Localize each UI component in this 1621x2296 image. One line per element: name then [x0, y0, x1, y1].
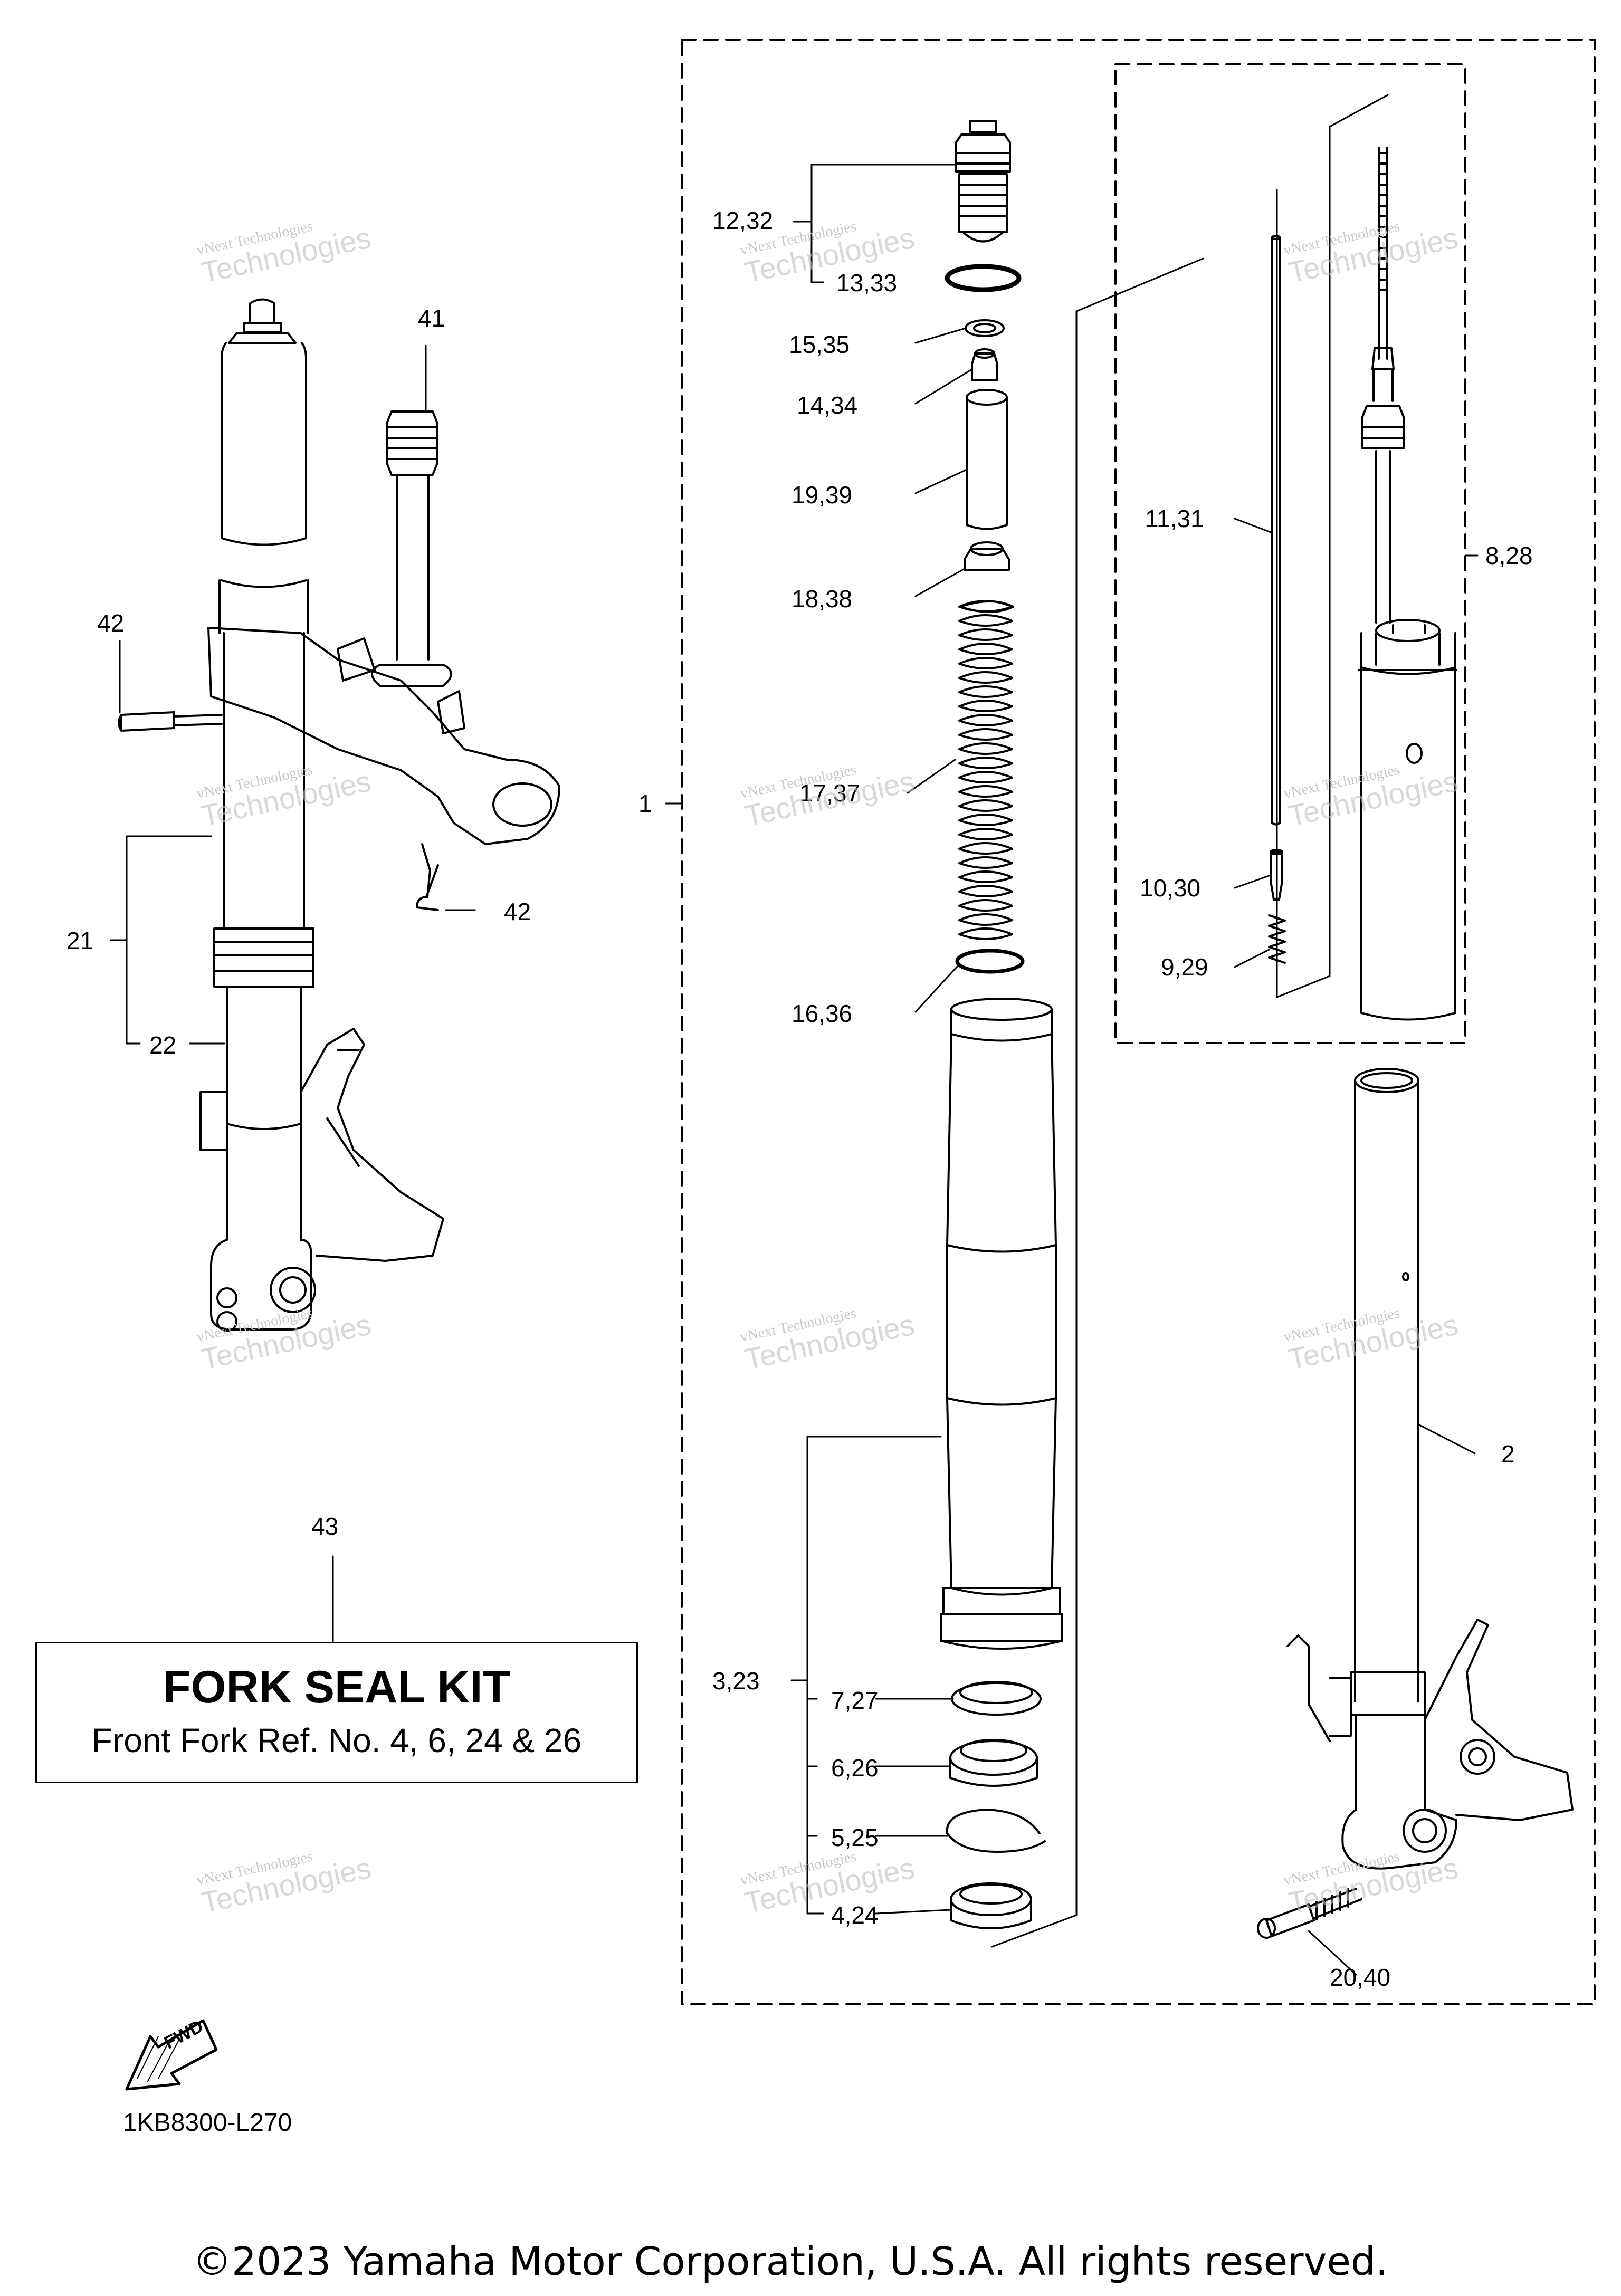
spring-coil	[958, 757, 1013, 769]
callout-20-40: 20,40	[1330, 1964, 1391, 1991]
fork-seal-kit-box: FORK SEAL KIT Front Fork Ref. No. 4, 6, …	[35, 1642, 638, 1783]
spring-coil	[958, 828, 1013, 840]
damper-assembly	[1268, 147, 1457, 1021]
kit-subtitle: Front Fork Ref. No. 4, 6, 24 & 26	[91, 1721, 582, 1759]
spring-coil	[958, 856, 1013, 869]
callout-17-37: 17,37	[799, 779, 861, 807]
leader-lines	[110, 94, 1479, 1976]
spring-coil	[958, 899, 1013, 912]
spring-coil	[958, 742, 1013, 755]
kit-title: FORK SEAL KIT	[163, 1662, 510, 1713]
inner-tube	[1257, 1068, 1574, 1939]
spring-coil	[958, 771, 1013, 783]
spring-coil	[958, 842, 1013, 855]
callout-41: 41	[418, 304, 445, 332]
callout-15-35: 15,35	[789, 331, 850, 358]
spring-coil	[958, 628, 1013, 641]
callout-4-24: 4,24	[831, 1901, 879, 1929]
spring-coil	[958, 700, 1013, 712]
fwd-arrow-icon	[125, 2019, 218, 2091]
spring-coil	[958, 643, 1013, 655]
callout-21: 21	[66, 927, 94, 954]
callout-3-23: 3,23	[712, 1667, 760, 1695]
spring-coil	[958, 714, 1013, 726]
copyright-notice: ©2023 Yamaha Motor Corporation, U.S.A. A…	[193, 2239, 1388, 2284]
callout-12-32: 12,32	[712, 207, 774, 234]
spring-coil	[958, 600, 1013, 613]
spring-coil	[958, 814, 1013, 826]
spring-coil	[958, 885, 1013, 897]
spring-coil	[958, 785, 1013, 798]
callout-18-38: 18,38	[792, 585, 853, 613]
diagram-code: 1KB8300-L270	[123, 2109, 292, 2137]
assembly-box-outer	[681, 39, 1596, 2005]
fork-spring-coils	[958, 600, 1013, 940]
callout-10-30: 10,30	[1140, 874, 1201, 902]
callout-6-26: 6,26	[831, 1754, 879, 1782]
callout-7-27: 7,27	[831, 1687, 879, 1714]
callout-5-25: 5,25	[831, 1824, 879, 1851]
callout-16-36: 16,36	[792, 1000, 853, 1027]
spring-coil	[958, 870, 1013, 883]
spring-coil	[958, 927, 1013, 940]
callout-2: 2	[1501, 1440, 1515, 1468]
exploded-fork	[940, 120, 1063, 1929]
callout-42-upper: 42	[97, 609, 125, 637]
callout-42-lower: 42	[504, 898, 531, 925]
callout-19-39: 19,39	[792, 481, 853, 509]
spring-coil	[958, 657, 1013, 669]
callout-14-34: 14,34	[797, 391, 858, 419]
spring-coil	[958, 728, 1013, 741]
callout-1: 1	[638, 790, 652, 817]
spring-coil	[958, 685, 1013, 698]
callout-8-28: 8,28	[1485, 542, 1533, 569]
spring-coil	[958, 913, 1013, 926]
callout-22: 22	[149, 1031, 177, 1059]
spring-coil	[958, 614, 1013, 627]
callout-9-29: 9,29	[1161, 953, 1208, 981]
assembled-fork	[118, 298, 560, 1332]
callout-13-33: 13,33	[836, 269, 898, 296]
callout-43: 43	[311, 1513, 339, 1540]
callout-11-31: 11,31	[1145, 505, 1204, 532]
spring-coil	[958, 671, 1013, 684]
spring-coil	[958, 799, 1013, 812]
